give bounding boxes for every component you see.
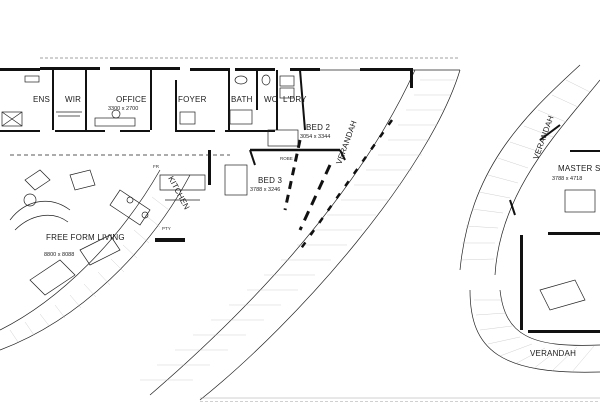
room-dim-bed2: 3054 x 3344 bbox=[300, 134, 330, 140]
room-dim-master: 3788 x 4718 bbox=[552, 176, 582, 182]
room-label-bed2: BED 2 bbox=[306, 123, 330, 132]
room-label-ens: ENS bbox=[33, 95, 50, 104]
room-dim-office: 3300 x 2700 bbox=[108, 106, 138, 112]
room-label-ldry: L'DRY bbox=[283, 95, 307, 104]
room-dim-living: 8800 x 8088 bbox=[44, 252, 74, 258]
room-dim-bed3: 3788 x 3246 bbox=[250, 187, 280, 193]
verandah-decking bbox=[140, 69, 461, 401]
master-wing bbox=[459, 64, 600, 373]
room-label-verandah-3: VERANDAH bbox=[530, 349, 576, 358]
room-label-bath: BATH bbox=[231, 95, 253, 104]
room-label-office: OFFICE bbox=[116, 95, 147, 104]
room-label-living: FREE FORM LIVING bbox=[46, 233, 125, 242]
room-label-wc: WC bbox=[264, 95, 278, 104]
room-label-wir: WIR bbox=[65, 95, 81, 104]
tag-pantry: PTY bbox=[162, 226, 171, 231]
room-label-bed3: BED 3 bbox=[258, 176, 282, 185]
room-label-verandah-2: VERANDAH bbox=[531, 114, 555, 160]
tag-robe: ROBE bbox=[280, 156, 293, 161]
room-label-foyer: FOYER bbox=[178, 95, 207, 104]
living-deck bbox=[0, 169, 191, 351]
fixtures bbox=[1, 74, 299, 296]
room-label-verandah-1: VERANDAH bbox=[334, 119, 358, 165]
room-label-master: MASTER SUITE bbox=[558, 164, 600, 173]
tag-fridge: FR bbox=[153, 164, 160, 169]
walls bbox=[0, 67, 413, 251]
